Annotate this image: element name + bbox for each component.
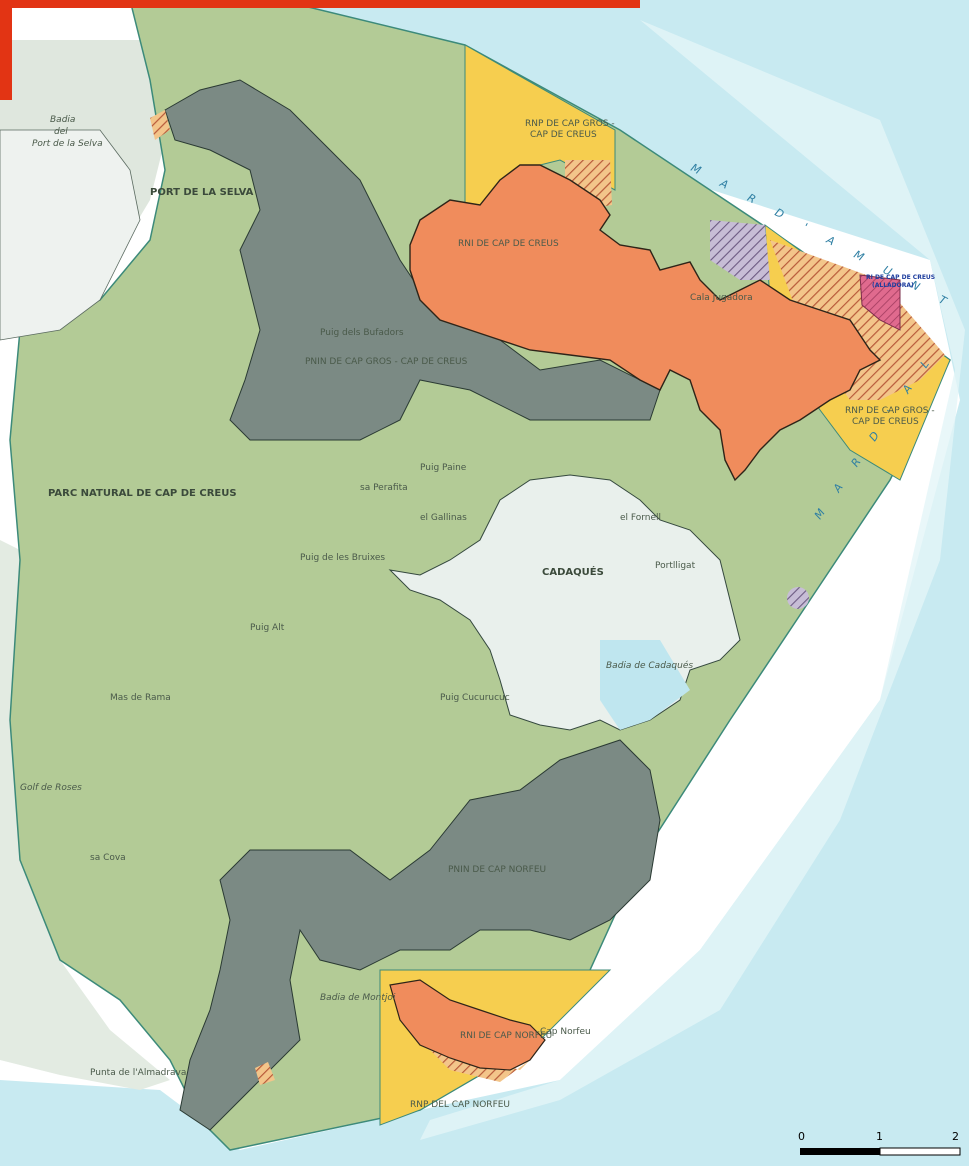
hatched-east (770, 240, 945, 400)
hatched-lilac (710, 220, 770, 280)
label-puig-bufadors: Puig dels Bufadors (320, 328, 404, 338)
label-puig-bruixes: Puig de les Bruixes (300, 553, 385, 563)
label-rnp-top-1: RNP DE CAP GROS - (525, 119, 615, 129)
label-pnin: PNIN DE CAP GROS - CAP DE CREUS (305, 357, 468, 367)
pink-zone (859, 274, 901, 331)
reserve-north (164, 79, 661, 441)
label-badia-montjoi: Badia de Montjoi (320, 993, 396, 1003)
label-puig-alt: Puig Alt (250, 623, 285, 633)
label-sa-cova: sa Cova (90, 853, 126, 863)
label-park: PARC NATURAL DE CAP DE CREUS (48, 488, 237, 499)
scale-tick-0: 0 (798, 1130, 805, 1143)
label-rnp-east-2: CAP DE CREUS (852, 417, 919, 427)
label-rnp-east-1: RNP DE CAP GROS - (845, 406, 935, 416)
label-punta-almadrava: Punta de l'Almadrava (90, 1068, 186, 1078)
label-puig-cucurucuc: Puig Cucurucuc (440, 693, 510, 703)
hatched-nw (150, 110, 170, 140)
label-badia-selva-2: del (54, 127, 68, 137)
label-badia-cadaques: Badia de Cadaqués (606, 660, 693, 671)
label-port-selva: PORT DE LA SELVA (150, 187, 254, 198)
scale-tick-2: 2 (952, 1130, 959, 1143)
label-portlligat: Portlligat (655, 561, 696, 571)
orange-area-north (409, 164, 882, 482)
hatched-lilac-small (787, 587, 809, 609)
bay-cadaques (600, 640, 690, 730)
label-rnp-top-2: CAP DE CREUS (530, 130, 597, 140)
town-port-selva (0, 129, 141, 341)
label-badia-selva-3: Port de la Selva (32, 139, 103, 149)
label-badia-selva-1: Badia (50, 115, 75, 125)
label-puig-paine: Puig Paine (420, 463, 467, 473)
title-banner (0, 0, 640, 8)
title-banner-side (0, 0, 12, 100)
label-sa-perafita: sa Perafita (360, 483, 408, 493)
scale-tick-1: 1 (876, 1130, 883, 1143)
reserve-south (179, 739, 661, 1131)
label-cadaques: CADAQUÉS (542, 565, 604, 578)
label-el-gallinas: el Gallinas (420, 513, 467, 523)
label-pnin-norfeu: PNIN DE CAP NORFEU (448, 865, 546, 875)
label-cala-jugadora: Cala Jugadora (690, 293, 753, 303)
label-rni-pink-1: RI DE CAP DE CREUS (866, 274, 935, 281)
label-cap-norfeu: Cap Norfeu (540, 1027, 591, 1037)
label-rni-cap-creus: RNI DE CAP DE CREUS (458, 239, 559, 249)
label-rnp-norfeu: RNP DEL CAP NORFEU (410, 1100, 510, 1110)
orange-area-south (389, 979, 546, 1071)
scale-bar: 0 1 2 (798, 1130, 961, 1156)
label-rni-norfeu: RNI DE CAP NORFEU (460, 1031, 552, 1041)
label-el-fornell: el Fornell (620, 513, 661, 523)
label-rni-pink-2: (ALLADORA) (872, 282, 914, 289)
label-golf-roses: Golf de Roses (20, 783, 82, 793)
label-mas-de-rama: Mas de Rama (110, 693, 171, 703)
hatched-sw (255, 1062, 275, 1085)
